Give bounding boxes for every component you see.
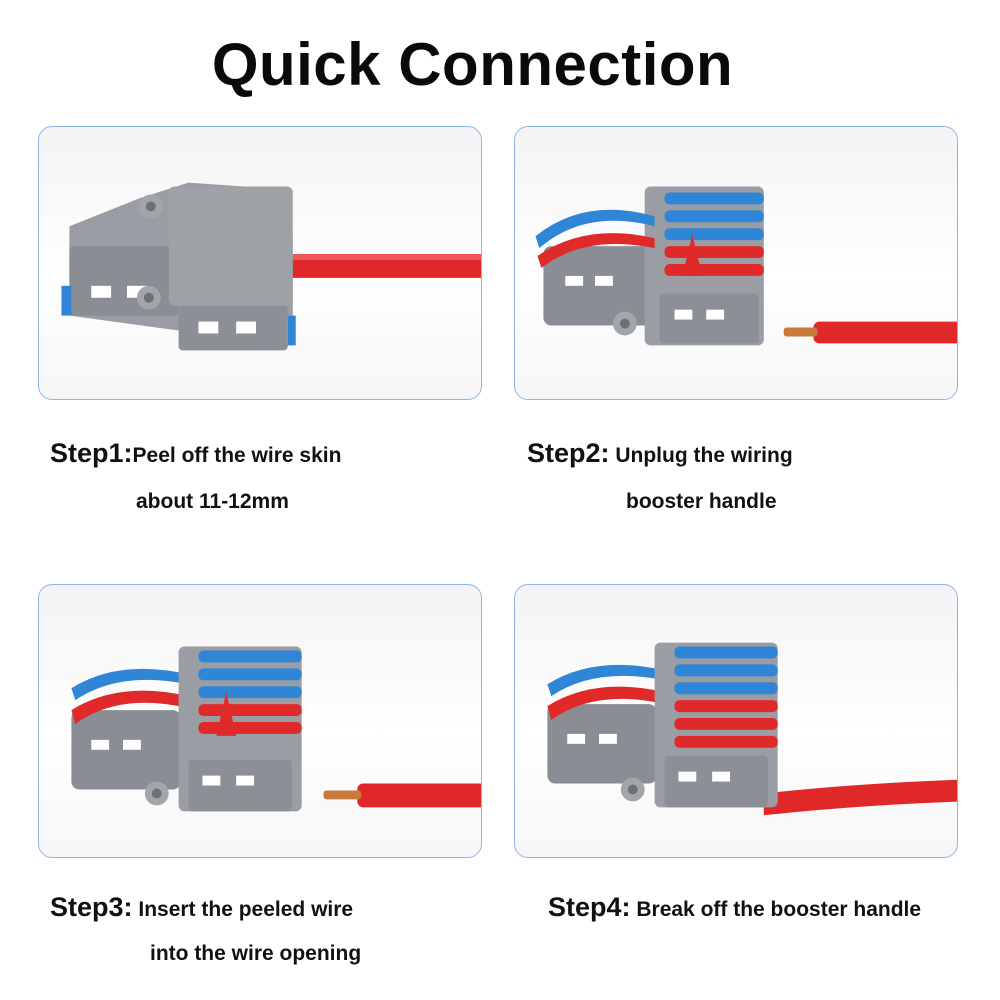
step1-text: Peel off the wire skin (132, 444, 342, 467)
step2-text: Unplug the wiring (609, 444, 793, 467)
step1-caption: Step1:Peel off the wire skin (50, 438, 341, 469)
connector-insert-icon (71, 646, 481, 812)
step1-photo (38, 126, 482, 400)
step1-text-line2: about 11-12mm (136, 490, 289, 513)
step2-text-line2: booster handle (626, 490, 777, 513)
step4-caption: Step4: Break off the booster handle (548, 892, 921, 923)
page-title: Quick Connection (211, 31, 734, 98)
step2-photo (514, 126, 958, 400)
step1-label: Step1: (50, 438, 133, 468)
step4-label: Step4: (548, 892, 631, 922)
connector-lever-open-icon (535, 186, 957, 346)
step3-photo (38, 584, 482, 858)
step3-caption: Step3: Insert the peeled wire (50, 892, 353, 923)
step4-text: Break off the booster handle (630, 898, 922, 921)
step3-text-line2: into the wire opening (150, 942, 362, 965)
connector-single-icon (61, 182, 481, 351)
connector-connected-icon (547, 642, 957, 816)
step3-text: Insert the peeled wire (132, 898, 354, 921)
step4-photo (514, 584, 958, 858)
step3-label: Step3: (50, 892, 133, 922)
step2-caption: Step2: Unplug the wiring (527, 438, 793, 469)
step2-label: Step2: (527, 438, 610, 468)
